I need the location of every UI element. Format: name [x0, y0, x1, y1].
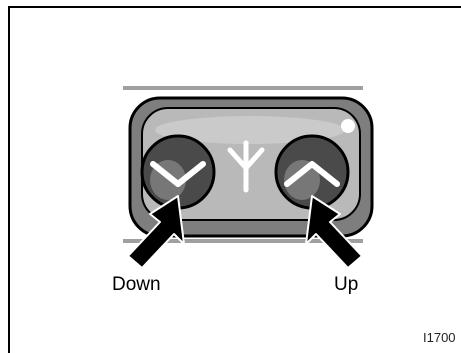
- up-label: Up: [334, 275, 358, 294]
- top-band: [123, 86, 363, 90]
- figure-code: I1700: [423, 330, 456, 345]
- down-label: Down: [112, 275, 161, 294]
